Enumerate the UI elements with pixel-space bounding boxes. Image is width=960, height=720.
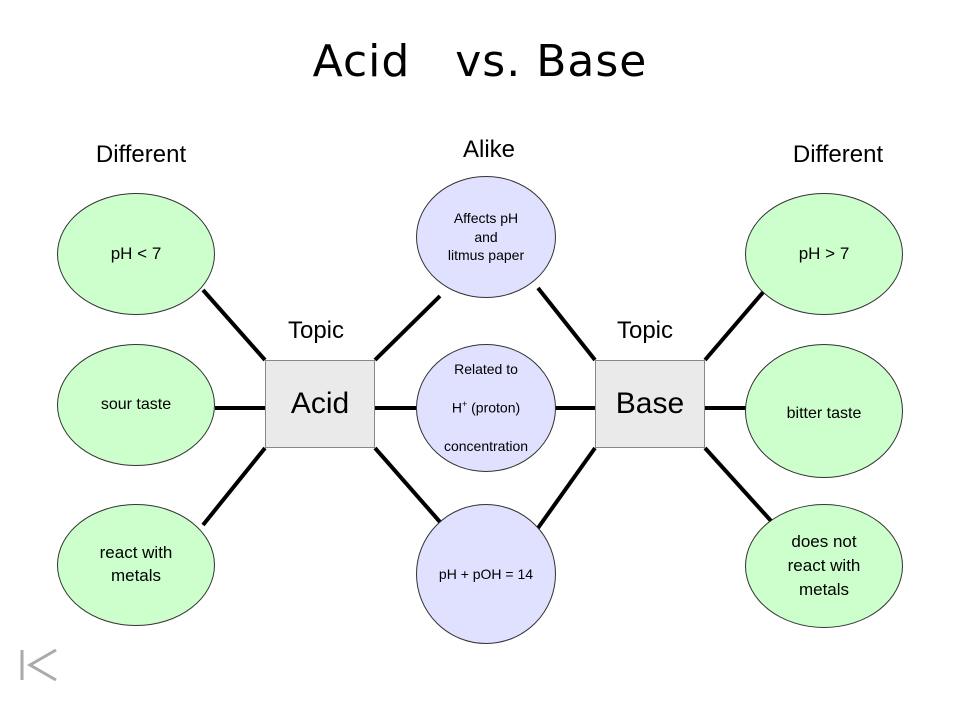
- connector-base-bottom: [703, 446, 774, 524]
- shared-property-proton: Related to H+ (proton) concentration: [416, 344, 556, 472]
- connector-acid-alike-top: [373, 294, 442, 362]
- shared-property-litmus: Affects pH and litmus paper: [416, 176, 556, 298]
- acid-property-taste: sour taste: [57, 344, 215, 466]
- shared-proton-plus: +: [461, 399, 468, 410]
- connector-acid-alike-bottom: [373, 446, 442, 524]
- shared-proton-line2: H+ (proton): [444, 398, 528, 418]
- topic-box-base: Base: [595, 360, 705, 448]
- base-property-metals: does not react with metals: [745, 504, 903, 628]
- topic-box-acid: Acid: [265, 360, 375, 448]
- connector-base-top: [703, 288, 767, 362]
- heading-topic-base: Topic: [616, 317, 674, 344]
- shared-proton-line1: Related to: [454, 361, 518, 378]
- shared-proton-h: H: [451, 399, 462, 416]
- shared-proton-line3: concentration: [443, 437, 529, 454]
- base-property-ph: pH > 7: [745, 193, 903, 315]
- connector-acid-top: [201, 288, 267, 362]
- shared-proton-label: (proton): [467, 399, 521, 416]
- connector-acid-bottom: [201, 446, 267, 527]
- acid-property-ph: pH < 7: [57, 193, 215, 315]
- first-slide-icon[interactable]: [18, 648, 60, 682]
- page-title: Acid vs. Base: [312, 36, 648, 87]
- heading-different-right: Different: [792, 141, 884, 168]
- shared-property-ph-poh: pH + pOH = 14: [416, 504, 556, 644]
- connector-base-alike-bottom: [536, 446, 597, 530]
- heading-alike: Alike: [462, 136, 516, 163]
- acid-property-metals: react with metals: [57, 504, 215, 626]
- heading-topic-acid: Topic: [287, 317, 345, 344]
- connector-base-alike-top: [536, 286, 597, 362]
- heading-different-left: Different: [95, 141, 187, 168]
- base-property-taste: bitter taste: [745, 344, 903, 478]
